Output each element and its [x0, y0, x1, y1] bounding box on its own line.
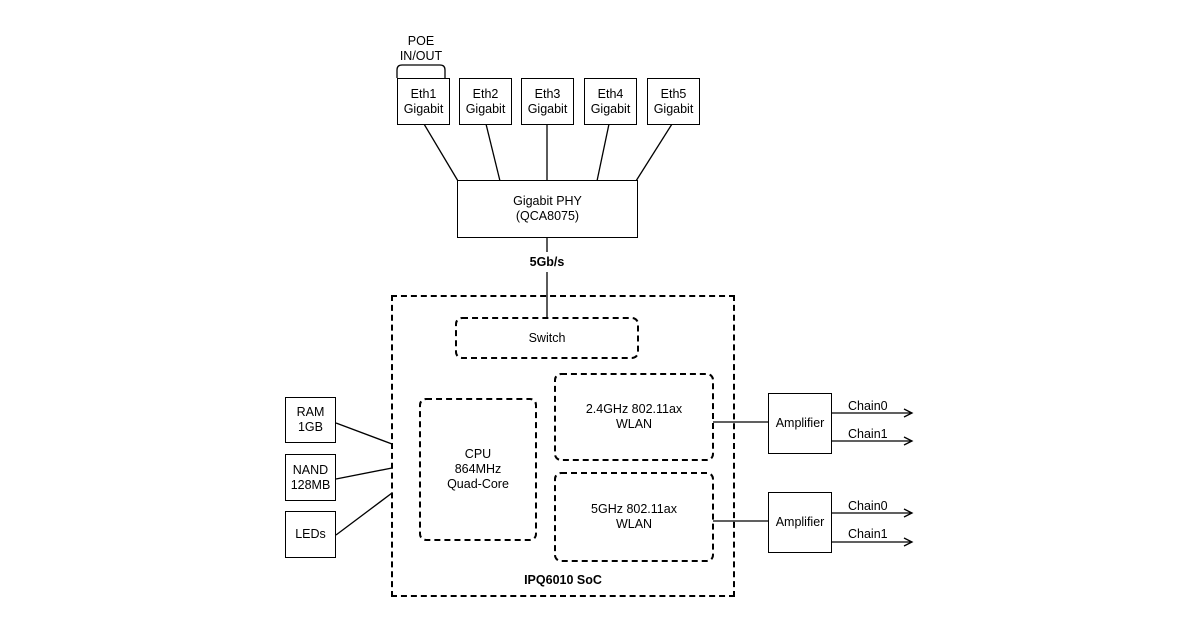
eth2-phy-line — [485, 123, 501, 182]
eth2-port: Eth2 Gigabit — [459, 78, 512, 125]
gigabit-phy-box: Gigabit PHY (QCA8075) — [457, 180, 638, 238]
wlan-24ghz-box: 2.4GHz 802.11ax WLAN — [554, 373, 714, 461]
amp2-chain0-label: Chain0 — [848, 499, 888, 513]
ram-soc-line — [335, 422, 393, 445]
eth1-phy-line — [423, 123, 459, 182]
eth4-port: Eth4 Gigabit — [584, 78, 637, 125]
switch-box: Switch — [455, 317, 639, 359]
leds-soc-line — [335, 492, 393, 536]
eth4-phy-line — [596, 123, 610, 182]
antenna-icon — [903, 436, 914, 446]
leds-box: LEDs — [285, 511, 336, 558]
amplifier-box-2: Amplifier — [768, 492, 832, 553]
antenna-icon — [903, 408, 914, 418]
eth5-phy-line — [635, 123, 673, 182]
amplifier-box-1: Amplifier — [768, 393, 832, 454]
poe-brace — [396, 64, 446, 78]
soc-label: IPQ6010 SoC — [524, 573, 602, 587]
poe-label: POE IN/OUT — [399, 34, 443, 63]
amp1-chain1-label: Chain1 — [848, 427, 888, 441]
eth5-port: Eth5 Gigabit — [647, 78, 700, 125]
cpu-box: CPU 864MHz Quad-Core — [419, 398, 537, 541]
antenna-icon — [903, 537, 914, 547]
amp1-chain0-label: Chain0 — [848, 399, 888, 413]
amp2-chain1-label: Chain1 — [848, 527, 888, 541]
soc-boundary — [391, 295, 735, 597]
eth1-port: Eth1 Gigabit — [397, 78, 450, 125]
nand-soc-line — [335, 467, 393, 480]
antenna-icon — [903, 508, 914, 518]
ram-box: RAM 1GB — [285, 397, 336, 443]
wlan-5ghz-box: 5GHz 802.11ax WLAN — [554, 472, 714, 562]
link-speed-label: 5Gb/s — [529, 255, 565, 269]
nand-box: NAND 128MB — [285, 454, 336, 501]
eth3-port: Eth3 Gigabit — [521, 78, 574, 125]
